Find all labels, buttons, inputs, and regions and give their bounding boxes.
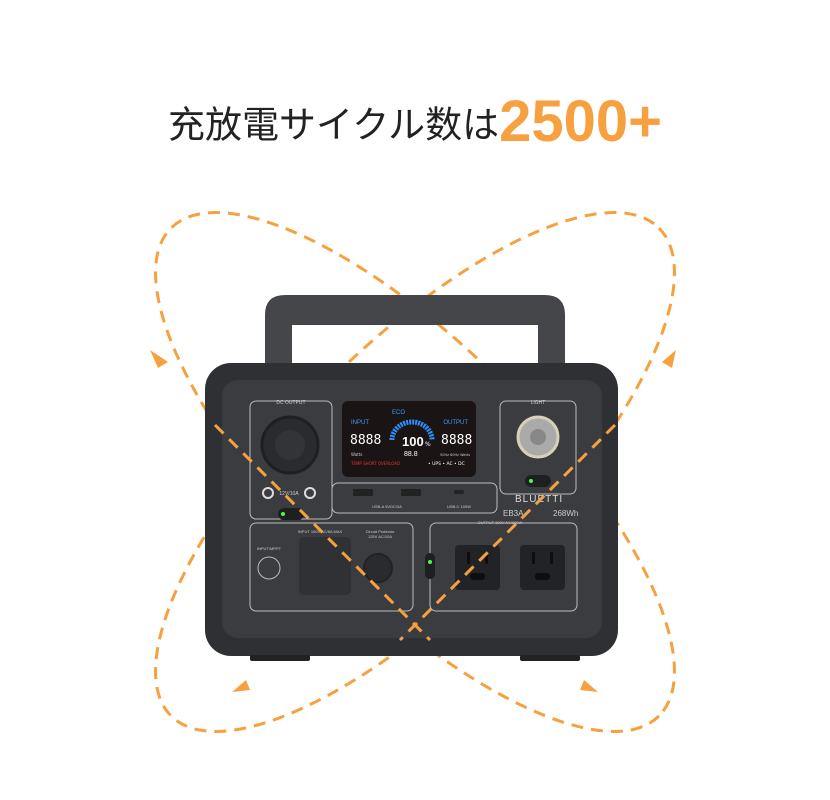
- ac-power-button[interactable]: [425, 553, 435, 579]
- watts-label: Watts: [351, 452, 362, 457]
- headline: 充放電サイクル数は2500+: [0, 88, 830, 155]
- headline-highlight: 2500+: [499, 89, 663, 154]
- foot: [250, 655, 310, 661]
- circuit-rating-label: 125V AC/10A: [368, 534, 392, 539]
- circuit-protector-button[interactable]: [363, 553, 393, 583]
- arrow-icon: [662, 350, 676, 368]
- dc-power-button[interactable]: [278, 508, 304, 520]
- ac-outlet[interactable]: [520, 545, 565, 590]
- mppt-port[interactable]: [257, 556, 281, 580]
- screen-output-label: OUTPUT: [443, 420, 468, 426]
- dc5521-port[interactable]: [262, 487, 274, 499]
- dc-output-label: DC OUTPUT: [276, 400, 305, 406]
- lcd-screen: [342, 401, 476, 477]
- screen-input-value: 8888: [350, 433, 381, 448]
- eco-indicator: ECO: [392, 410, 405, 416]
- model-label: EB3A: [503, 509, 524, 518]
- arrow-icon: [580, 680, 598, 692]
- usb-c-label: USB-C 100W: [447, 504, 471, 509]
- mppt-label: INPUT/MPPT: [257, 546, 282, 551]
- dc-rating-label: 12V/10A: [279, 491, 299, 497]
- dc5521-port[interactable]: [304, 487, 316, 499]
- percent-unit: %: [425, 441, 431, 448]
- warning-indicators: TEMP SHORT OVERLOAD: [350, 461, 400, 466]
- screen-time: 88.8: [404, 451, 418, 458]
- light-button[interactable]: [525, 475, 551, 487]
- foot: [520, 655, 580, 661]
- battery-arc: [389, 419, 435, 441]
- capacity-label: 268Wh: [553, 509, 578, 518]
- circuit-label: Circuit Protector: [366, 529, 395, 534]
- mode-indicators: • UPS • AC • DC: [428, 461, 465, 467]
- arrow-icon: [150, 350, 168, 368]
- hz-label: 50Hz 60Hz Watts: [440, 453, 470, 457]
- usb-a-port[interactable]: [353, 489, 373, 496]
- usb-a-label: USB-A 5VDC/3A: [372, 504, 402, 509]
- light-label: LIGHT: [531, 400, 546, 406]
- ac-output-label: OUTPUT 100V AC/600W: [478, 520, 523, 525]
- screen-input-label: INPUT: [351, 420, 369, 426]
- ac-input-cover[interactable]: [299, 537, 351, 595]
- usb-c-port[interactable]: [454, 490, 464, 494]
- ac-outlet[interactable]: [455, 545, 500, 590]
- arrow-icon: [232, 680, 250, 692]
- battery-percent: 100: [402, 434, 424, 449]
- headline-text: 充放電サイクル数は: [167, 103, 500, 147]
- usb-a-port[interactable]: [401, 489, 421, 496]
- screen-output-value: 8888: [441, 433, 472, 448]
- cycle-arrows: [150, 350, 676, 692]
- device-handle: [265, 295, 565, 370]
